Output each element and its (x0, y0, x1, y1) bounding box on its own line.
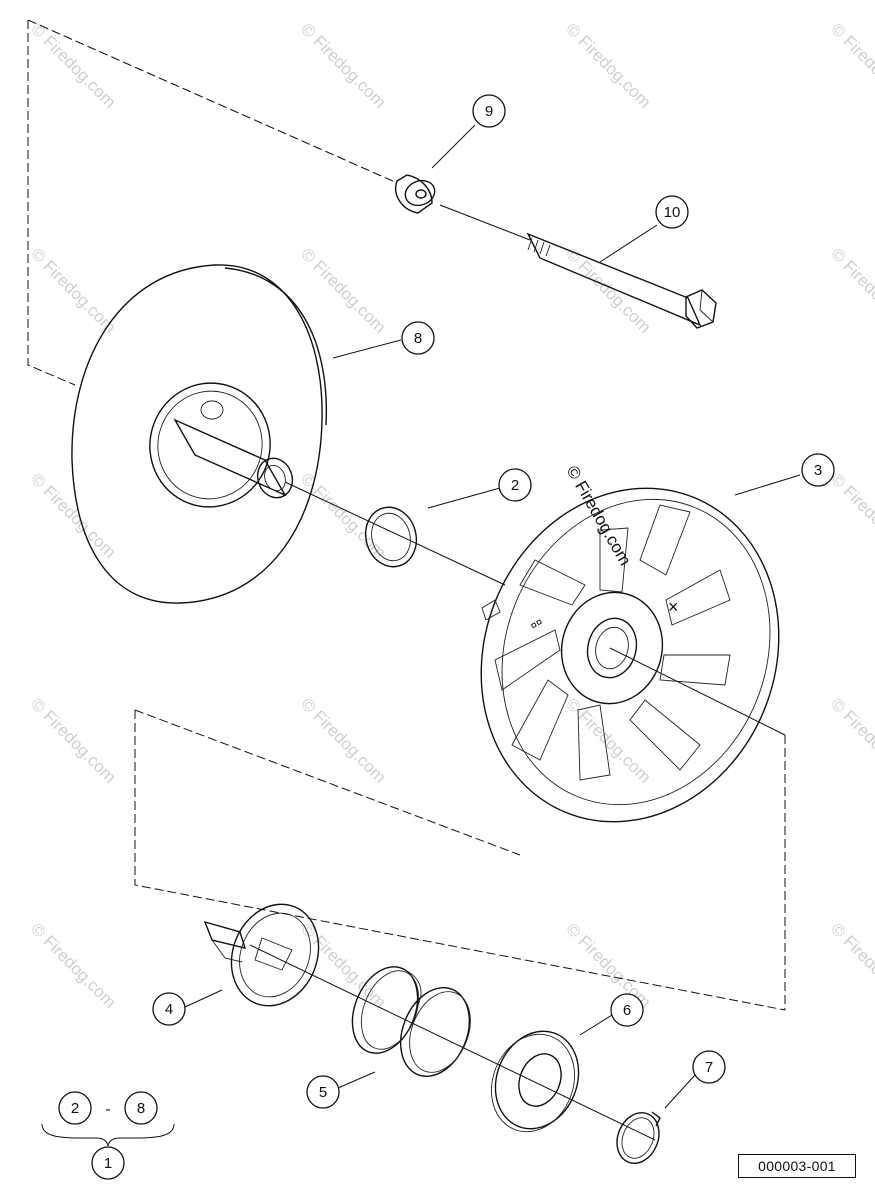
callout-label: 9 (485, 103, 493, 120)
callout-7[interactable]: 7 (692, 1050, 726, 1084)
group-bracket (41, 1123, 175, 1147)
callout-group-from[interactable]: 2 (58, 1091, 92, 1125)
watermark: © Firedog.com (827, 694, 875, 786)
callout-label: 2 (511, 477, 519, 494)
callout-label: 4 (165, 1001, 173, 1018)
bolt-part-10 (526, 232, 717, 329)
spacer-part-9 (395, 174, 436, 214)
callout-6[interactable]: 6 (610, 993, 644, 1027)
wear-mark: × (668, 597, 679, 617)
watermark: © Firedog.com (562, 919, 654, 1011)
callout-label: 3 (814, 462, 822, 479)
center-axis (249, 204, 786, 1141)
callout-10[interactable]: 10 (655, 195, 689, 229)
embossed-mark: ¤¤ (529, 616, 546, 633)
watermark-layer: © Firedog.com © Firedog.com © Firedog.co… (27, 19, 875, 1011)
watermark: © Firedog.com (827, 469, 875, 561)
assembly-label: 1 (104, 1155, 112, 1172)
ring-part-2 (364, 506, 418, 568)
watermark: © Firedog.com (297, 19, 389, 111)
reference-number: 000003-001 (758, 1158, 836, 1174)
assembly-envelope-upper (27, 19, 786, 1010)
callout-5[interactable]: 5 (306, 1075, 340, 1109)
callout-leaders (184, 124, 801, 1109)
watermark: © Firedog.com (297, 919, 389, 1011)
watermark: © Firedog.com (562, 244, 654, 336)
watermark: © Firedog.com (827, 19, 875, 111)
callout-8[interactable]: 8 (401, 321, 435, 355)
callout-label: 8 (414, 330, 422, 347)
watermark: © Firedog.com (297, 694, 389, 786)
callout-label: 5 (319, 1084, 327, 1101)
callout-label: 6 (623, 1002, 631, 1019)
watermark: © Firedog.com (27, 19, 119, 111)
spring-seat-part-4 (203, 903, 320, 1007)
watermark: © Firedog.com (297, 244, 389, 336)
center-copyright-mark: © Firedog.com (563, 463, 635, 569)
watermark: © Firedog.com (827, 244, 875, 336)
callout-label: 10 (664, 204, 681, 221)
group-to-label: 8 (137, 1100, 145, 1117)
group-from-label: 2 (71, 1100, 79, 1117)
callout-group-to[interactable]: 8 (124, 1091, 158, 1125)
watermark: © Firedog.com (562, 19, 654, 111)
spring-part-5 (351, 966, 471, 1078)
callout-label: 7 (705, 1059, 713, 1076)
assembly-group-key: 2 - 8 1 (41, 1091, 175, 1180)
watermark: © Firedog.com (27, 244, 119, 336)
reference-number-box: 000003-001 (738, 1154, 856, 1178)
watermark: © Firedog.com (562, 694, 654, 786)
watermark: © Firedog.com (827, 919, 875, 1011)
callout-4[interactable]: 4 (152, 992, 186, 1026)
movable-sheave-part-3: × ¤¤ (480, 487, 780, 823)
callout-3[interactable]: 3 (801, 453, 835, 487)
retaining-ring-part-7 (616, 1111, 661, 1164)
callout-9[interactable]: 9 (472, 94, 506, 128)
thrust-washer-part-6 (491, 1030, 580, 1133)
callout-2[interactable]: 2 (498, 468, 532, 502)
assembly-envelope-lower (134, 709, 786, 1011)
watermark: © Firedog.com (27, 919, 119, 1011)
group-separator: - (106, 1101, 111, 1118)
callout-assembly-1[interactable]: 1 (91, 1146, 125, 1180)
fixed-sheave-part-8 (71, 264, 328, 604)
watermark: © Firedog.com (297, 469, 389, 561)
watermark: © Firedog.com (27, 694, 119, 786)
